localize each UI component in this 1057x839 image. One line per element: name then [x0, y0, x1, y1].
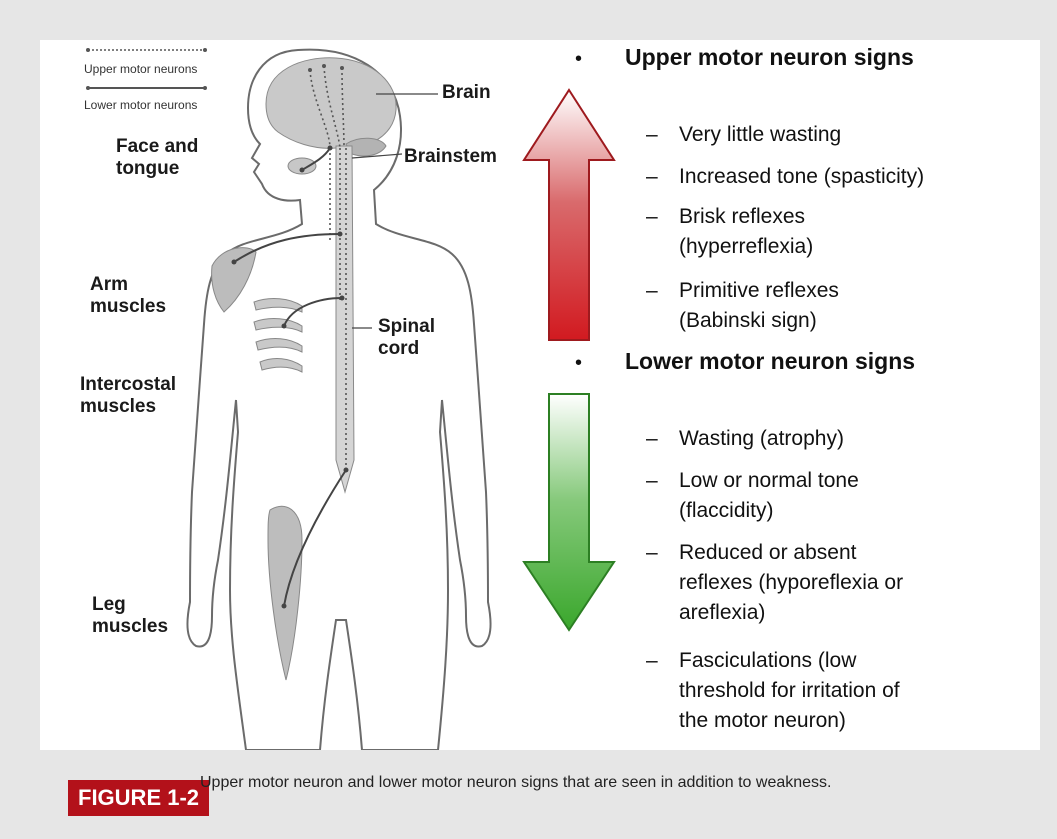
lower-sign-text: Reduced or absent reflexes (hyporeflexia… [679, 538, 1009, 628]
label-spinal-cord: Spinal cord [378, 316, 435, 360]
list-dash: – [646, 466, 658, 496]
upper-signs-arrow [524, 90, 614, 340]
label-face-tongue: Face and tongue [116, 136, 198, 180]
list-dash: – [646, 202, 658, 232]
list-dash: – [646, 276, 658, 306]
spinal-cord-shape [336, 146, 354, 492]
label-arm-muscles: Arm muscles [90, 274, 166, 318]
label-leg-muscles: Leg muscles [92, 594, 168, 638]
upper-sign-text: Primitive reflexes (Babinski sign) [679, 276, 1009, 336]
legend-upper-label: Upper motor neurons [84, 62, 197, 76]
upper-signs-bullet: • [575, 48, 582, 71]
list-dash: – [646, 538, 658, 568]
label-brainstem: Brainstem [404, 146, 497, 168]
list-dash: – [646, 162, 658, 192]
upper-sign-text: Increased tone (spasticity) [679, 162, 1009, 192]
figure-caption: Upper motor neuron and lower motor neuro… [200, 774, 831, 792]
upper-sign-text: Brisk reflexes (hyperreflexia) [679, 202, 1009, 262]
upper-signs-heading: Upper motor neuron signs [625, 44, 914, 71]
lower-sign-text: Wasting (atrophy) [679, 424, 1009, 454]
brain-shape [266, 58, 396, 148]
lower-signs-bullet: • [575, 352, 582, 375]
legend-lower-line [86, 86, 207, 90]
upper-sign-text: Very little wasting [679, 120, 1009, 150]
lower-sign-text: Fasciculations (low threshold for irrita… [679, 646, 1009, 736]
label-intercostal-muscles: Intercostal muscles [80, 374, 176, 418]
label-brain: Brain [442, 82, 491, 104]
list-dash: – [646, 424, 658, 454]
lower-signs-heading: Lower motor neuron signs [625, 348, 915, 375]
legend-lower-label: Lower motor neurons [84, 98, 197, 112]
list-dash: – [646, 120, 658, 150]
figure-number-badge: FIGURE 1-2 [68, 780, 209, 816]
lower-sign-text: Low or normal tone (flaccidity) [679, 466, 1009, 526]
list-dash: – [646, 646, 658, 676]
figure-panel: Upper motor neurons Lower motor neurons … [40, 40, 1040, 750]
lower-signs-arrow [524, 394, 614, 630]
legend-upper-line [86, 48, 207, 52]
